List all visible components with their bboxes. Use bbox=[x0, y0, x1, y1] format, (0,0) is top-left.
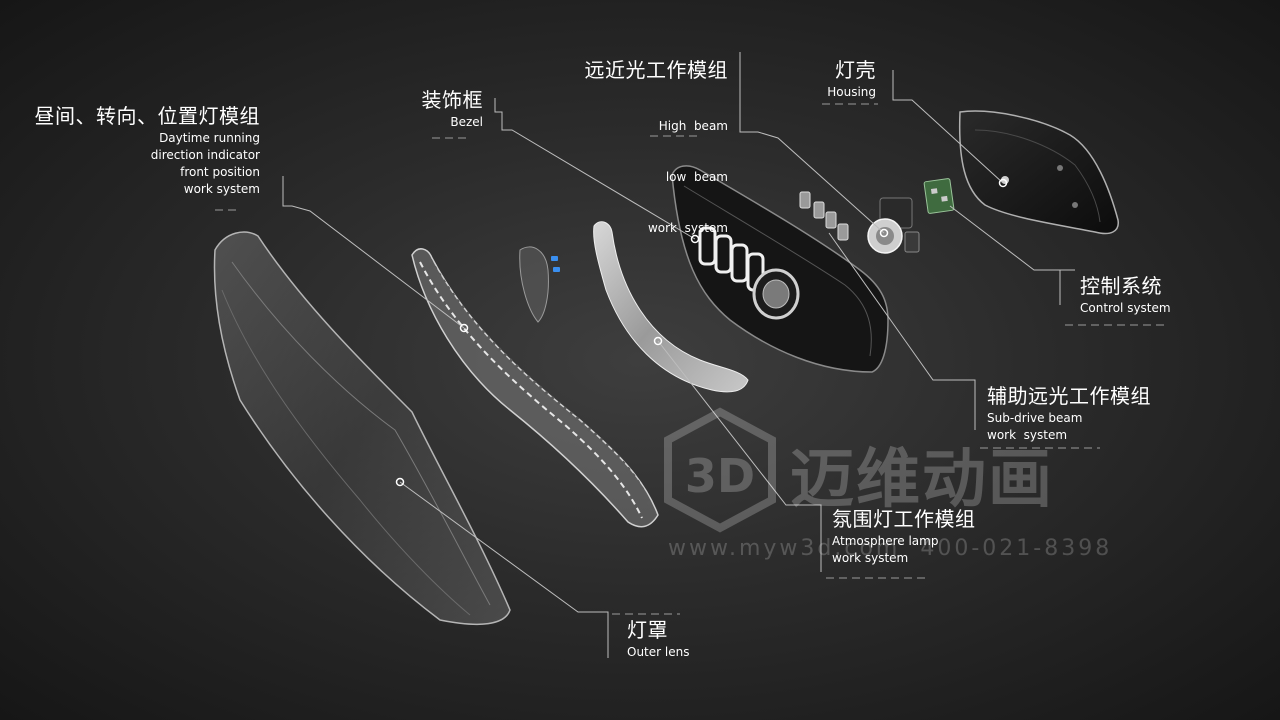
drl-label-en: Daytime running direction indicator fron… bbox=[35, 130, 260, 198]
ambient-label: 氛围灯工作模组 Atmosphere lamp work system bbox=[832, 509, 976, 567]
outer-lens-part bbox=[213, 231, 511, 626]
beam-label-en-line: work system bbox=[647, 221, 728, 235]
housing-anchor-dot bbox=[998, 178, 1008, 188]
housing-label-cn: 灯壳 bbox=[835, 58, 876, 82]
subbeam-label-en: Sub-drive beam work system bbox=[987, 410, 1151, 444]
housing-label: 灯壳 Housing bbox=[827, 60, 876, 101]
control-label-cn: 控制系统 bbox=[1080, 274, 1162, 298]
drl-label-cn: 昼间、转向、位置灯模组 bbox=[34, 104, 260, 128]
small-lens-part bbox=[519, 246, 560, 323]
beam-anchor-dot bbox=[879, 228, 889, 238]
bezel-label-en: Bezel bbox=[422, 114, 483, 131]
watermark-logo-text: 3D bbox=[685, 449, 755, 503]
lens-label-cn: 灯罩 bbox=[627, 618, 668, 642]
drl-label-en-line: Daytime running bbox=[159, 131, 260, 145]
subbeam-label: 辅助远光工作模组 Sub-drive beam work system bbox=[987, 386, 1151, 444]
drl-anchor-dot bbox=[459, 323, 469, 333]
drl-leader bbox=[282, 176, 465, 329]
lens-label: 灯罩 Outer lens bbox=[627, 620, 689, 661]
ambient-label-en-line: work system bbox=[832, 551, 909, 565]
beam-label-en-line: low beam bbox=[665, 170, 728, 184]
leader-lines bbox=[282, 52, 1075, 658]
ambient-label-en: Atmosphere lamp work system bbox=[832, 533, 976, 567]
subbeam-label-en-line: work system bbox=[987, 428, 1068, 442]
ambient-label-en-line: Atmosphere lamp bbox=[832, 534, 939, 548]
tick-marks bbox=[215, 103, 1168, 615]
beam-label-cn: 远近光工作模组 bbox=[584, 58, 728, 82]
bezel-label-cn: 装饰框 bbox=[421, 88, 483, 112]
housing-part bbox=[958, 110, 1119, 235]
control-board-part bbox=[923, 178, 955, 214]
housing-label-en: Housing bbox=[827, 84, 876, 101]
control-leader bbox=[949, 205, 1075, 305]
watermark-logo: 3D bbox=[664, 407, 776, 533]
drl-label: 昼间、转向、位置灯模组 Daytime running direction in… bbox=[35, 106, 261, 198]
housing-leader bbox=[892, 70, 1004, 184]
bezel-label: 装饰框 Bezel bbox=[422, 90, 484, 131]
control-label-en-line: Control system bbox=[1080, 301, 1171, 315]
watermark-name: 迈维动画 bbox=[790, 443, 1054, 517]
subbeam-label-cn: 辅助远光工作模组 bbox=[987, 384, 1151, 408]
watermark-phone: 400-021-8398 bbox=[920, 536, 1113, 561]
watermark-url: www.myw3d.com 400-021-8398 bbox=[668, 536, 1112, 561]
subbeam-label-en-line: Sub-drive beam bbox=[987, 411, 1083, 425]
drl-strip-part bbox=[411, 248, 659, 528]
bezel-anchor-dot bbox=[690, 234, 700, 244]
control-label-en: Control system bbox=[1080, 300, 1171, 317]
clips-part bbox=[799, 191, 849, 241]
watermark-website: www.myw3d.com bbox=[668, 536, 901, 561]
lens-label-en: Outer lens bbox=[627, 644, 689, 661]
anchor-dots bbox=[395, 178, 1008, 487]
beam-label-en: High beam low beam work system bbox=[585, 84, 728, 271]
ambient-leader bbox=[657, 340, 822, 572]
housing-label-en-line: Housing bbox=[827, 85, 876, 99]
beam-label: 远近光工作模组 High beam low beam work system bbox=[585, 60, 729, 271]
drl-label-en-line: direction indicator bbox=[150, 148, 260, 162]
ambient-label-cn: 氛围灯工作模组 bbox=[832, 507, 976, 531]
lens-anchor-dot bbox=[395, 477, 405, 487]
subbeam-leader bbox=[828, 232, 976, 430]
control-label: 控制系统 Control system bbox=[1080, 276, 1171, 317]
drl-label-en-line: front position bbox=[180, 165, 260, 179]
bezel-label-en-line: Bezel bbox=[450, 115, 483, 129]
bezel-leader bbox=[494, 98, 696, 240]
beam-leader bbox=[739, 52, 885, 234]
ambient-anchor-dot bbox=[653, 336, 663, 346]
bezel-frame-part bbox=[671, 165, 889, 373]
lens-label-en-line: Outer lens bbox=[627, 645, 690, 659]
drl-label-en-line: work system bbox=[183, 182, 260, 196]
beam-label-en-line: High beam bbox=[658, 119, 728, 133]
lens-leader bbox=[399, 481, 609, 658]
